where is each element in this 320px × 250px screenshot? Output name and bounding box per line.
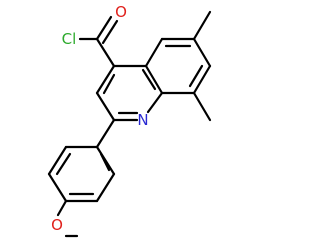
bond-c7-c8	[192, 64, 212, 95]
bond-c4-c3	[95, 64, 116, 95]
bond-c8a-c4a	[144, 64, 164, 95]
bond-c2-aryl	[95, 118, 116, 149]
bond-c-o-double-b	[101, 19, 119, 45]
chlorine-atom-label: Cl	[62, 30, 77, 48]
bond-c4-carbonyl	[95, 37, 116, 68]
bonds	[47, 10, 212, 238]
bond-ar4-ar5	[47, 172, 68, 203]
bond-c3-c2	[95, 91, 116, 122]
bond-ar2-ar3	[95, 172, 116, 203]
bond-c6-c7	[192, 37, 212, 68]
molecule-diagram: Cl O N O	[47, 3, 212, 238]
bond-ar1-ar2-inner	[99, 152, 111, 172]
bond-ar5-ar6-inner	[55, 152, 72, 176]
bond-c8-methyl	[192, 91, 212, 122]
bond-c6-methyl	[192, 10, 212, 41]
carbonyl-oxygen-label: O	[115, 3, 127, 21]
bond-n-c8a	[146, 91, 164, 114]
nitrogen-atom-label: N	[137, 111, 148, 129]
bond-c4a-c5	[144, 37, 164, 68]
atom-labels: Cl O N O	[51, 3, 149, 234]
methoxy-oxygen-label: O	[51, 216, 63, 234]
bond-c4-c3-inner	[102, 73, 116, 95]
bond-ar4-o	[56, 199, 68, 217]
bond-ar5-ar6	[47, 145, 68, 176]
bond-ar1-ar2	[95, 145, 116, 176]
bond-c-o-double-a	[95, 15, 113, 41]
bond-c8a-c4a-inner	[141, 68, 157, 91]
bond-c7-c8-inner	[188, 64, 204, 88]
